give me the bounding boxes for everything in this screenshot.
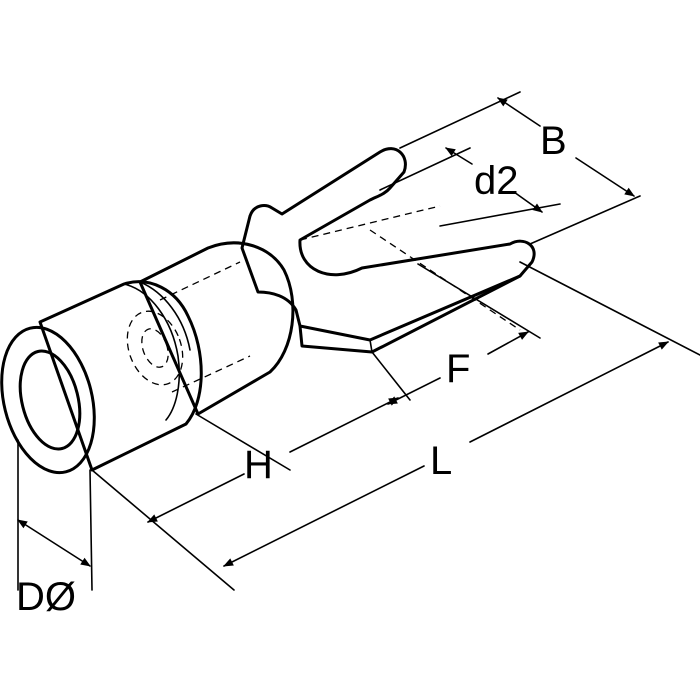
label-diameter: DØ xyxy=(16,575,76,619)
insulation-sleeve xyxy=(38,241,295,472)
label-b: B xyxy=(540,119,567,163)
label-f: F xyxy=(446,347,470,391)
label-h: H xyxy=(244,443,273,487)
sleeve-opening xyxy=(0,325,96,475)
label-l: L xyxy=(430,439,452,483)
dimension-lines xyxy=(17,97,669,567)
fork-body xyxy=(240,147,536,354)
label-d2: d2 xyxy=(474,159,519,203)
